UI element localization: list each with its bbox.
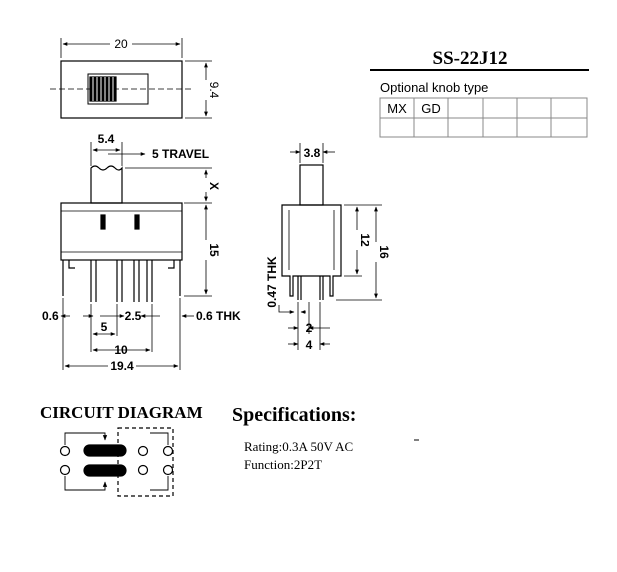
top-view-body bbox=[60, 60, 183, 119]
dim-overall-width: 19.4 bbox=[110, 359, 134, 373]
front-view bbox=[60, 142, 212, 370]
knob-type-label: Optional knob type bbox=[380, 80, 488, 95]
dim-side-body-height: 12 bbox=[358, 233, 372, 247]
circuit-terminal bbox=[59, 445, 71, 457]
knob-option-2: GD bbox=[421, 101, 441, 116]
circuit-terminal bbox=[162, 445, 174, 457]
dim-pin-span: 10 bbox=[114, 343, 128, 357]
dim-side-thk: 0.47 THK bbox=[265, 256, 279, 308]
dim-top-height: 9.4 bbox=[207, 82, 221, 99]
circuit-terminal bbox=[162, 464, 174, 476]
knob-option-1: MX bbox=[387, 101, 407, 116]
dim-pin-group: 5 bbox=[101, 320, 108, 334]
dim-travel: 5 TRAVEL bbox=[152, 147, 209, 161]
dim-side-knob-width: 3.8 bbox=[304, 146, 321, 160]
dim-top-width: 20 bbox=[114, 37, 128, 51]
dim-pin-thickness: 0.6 THK bbox=[196, 309, 241, 323]
dim-body-height: 15 bbox=[207, 243, 221, 257]
circuit-diagram bbox=[59, 427, 174, 497]
side-body bbox=[281, 204, 342, 297]
front-knob bbox=[90, 165, 123, 204]
top-knob bbox=[89, 76, 117, 102]
circuit-terminal bbox=[137, 464, 149, 476]
part-number: SS-22J12 bbox=[433, 48, 508, 69]
front-body bbox=[60, 202, 183, 261]
circuit-dashed-frame bbox=[117, 427, 174, 497]
knob-table bbox=[379, 97, 588, 138]
dim-knob-width: 5.4 bbox=[98, 132, 115, 146]
circuit-contact-lower bbox=[83, 464, 127, 477]
spec-function: Function:2P2T bbox=[244, 457, 322, 472]
side-knob bbox=[299, 164, 324, 206]
circuit-terminal bbox=[137, 445, 149, 457]
spec-rating: Rating:0.3A 50V AC bbox=[244, 439, 353, 454]
dim-side-total-height: 16 bbox=[377, 245, 391, 259]
circuit-heading: CIRCUIT DIAGRAM bbox=[40, 403, 203, 422]
dim-pin-spacing: 2.5 bbox=[125, 309, 142, 323]
specs-heading: Specifications: bbox=[232, 404, 356, 426]
top-view bbox=[50, 38, 212, 119]
circuit-terminal bbox=[59, 464, 71, 476]
dim-left-margin: 0.6 bbox=[42, 309, 59, 323]
dim-side-pin-spacing: 2 bbox=[306, 321, 313, 335]
dim-x: X bbox=[207, 182, 221, 190]
circuit-contact-upper bbox=[83, 444, 127, 457]
dim-side-pin-span: 4 bbox=[306, 338, 313, 352]
